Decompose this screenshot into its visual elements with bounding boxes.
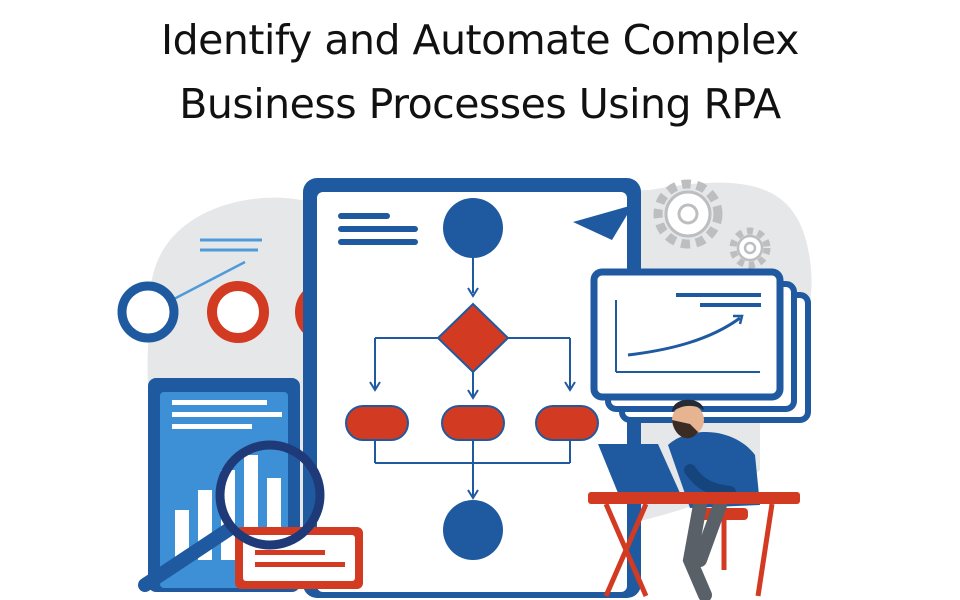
magnifying-glass-icon [138,440,325,592]
analytics-monitors [590,268,811,423]
laptop-icon [598,444,680,493]
flow-process-node [535,405,599,441]
flow-start-node [443,198,503,258]
rpa-illustration [117,178,812,600]
gear-icon [653,179,723,249]
flowchart-board [303,178,641,598]
flow-process-node [441,405,505,441]
flow-end-node [443,500,503,560]
flow-process-node [345,405,409,441]
page-title-line-2: Business Processes Using RPA [179,80,781,128]
page-title-line-1: Identify and Automate Complex [161,16,799,64]
gear-small-icon [729,227,771,269]
paper-plane-icon [573,205,633,240]
person-at-desk [588,399,800,600]
page-title: Identify and Automate Complex Business P… [0,8,960,136]
